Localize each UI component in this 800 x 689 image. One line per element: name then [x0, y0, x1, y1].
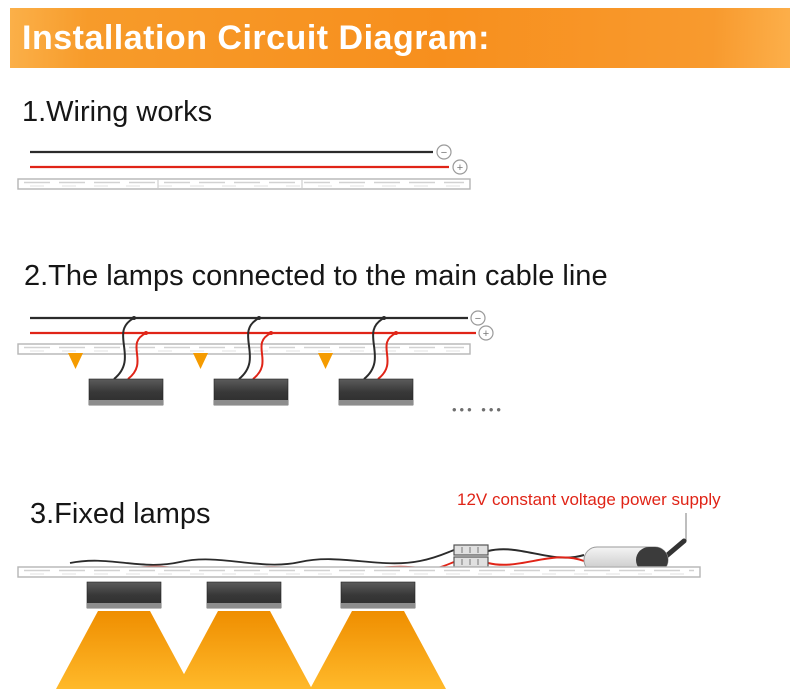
positive-terminal-symbol: + — [483, 328, 489, 340]
lamp-diffuser — [339, 400, 413, 405]
light-beam — [56, 611, 192, 689]
lamp-diffuser — [89, 400, 163, 405]
power-supply-label: 12V constant voltage power supply — [457, 490, 721, 509]
positive-terminal-icon — [452, 159, 468, 175]
lamp-diffuser — [341, 603, 415, 608]
mounting-track — [17, 566, 701, 578]
negative-wire — [487, 548, 585, 559]
insert-arrow-icon — [193, 353, 208, 369]
lamp-diffuser — [207, 603, 281, 608]
fixed-lamp — [310, 581, 446, 689]
header-banner: Installation Circuit Diagram: — [10, 8, 790, 68]
negative-wire-run — [69, 549, 455, 566]
fixed-lamp — [176, 581, 312, 689]
positive-terminal-symbol: + — [457, 162, 463, 174]
wiring-works-diagram: − + — [17, 144, 471, 190]
lamp-diffuser — [87, 603, 161, 608]
section-2-heading: 2.The lamps connected to the main cable … — [24, 260, 608, 292]
section-1-heading: 1.Wiring works — [22, 96, 213, 128]
lamp-assembly — [68, 316, 164, 406]
lamp-assembly — [193, 316, 289, 406]
section-3-heading: 3.Fixed lamps — [30, 498, 211, 530]
lamp-diffuser — [214, 400, 288, 405]
insert-arrow-icon — [68, 353, 83, 369]
fixed-lamp — [56, 581, 192, 689]
lamp-assembly — [318, 316, 414, 406]
light-beam — [310, 611, 446, 689]
lamps-connected-diagram: − + — [17, 310, 494, 406]
light-beam — [176, 611, 312, 689]
negative-terminal-symbol: − — [475, 313, 481, 325]
negative-terminal-icon — [470, 310, 486, 326]
continuation-dots: ••• ••• — [452, 402, 504, 417]
negative-terminal-icon — [436, 144, 452, 160]
terminal-connector — [453, 544, 489, 568]
insert-arrow-icon — [318, 353, 333, 369]
mounting-track — [17, 343, 471, 355]
positive-wire — [487, 556, 585, 566]
positive-terminal-icon — [478, 325, 494, 341]
mounting-track — [17, 178, 471, 190]
negative-terminal-symbol: − — [441, 147, 447, 159]
fixed-lamps-diagram — [17, 513, 701, 689]
page-title: Installation Circuit Diagram: — [22, 18, 490, 57]
